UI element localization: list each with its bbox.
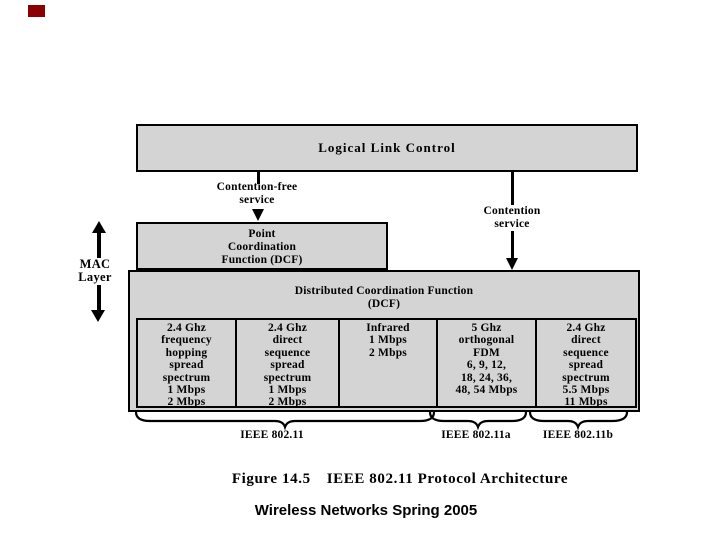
standard-label-80211b: IEEE 802.11b (542, 429, 614, 441)
llc-box: Logical Link Control (136, 124, 638, 172)
contention-arrow-shaft-upper (511, 172, 514, 205)
pcf-box: Point Coordination Function (DCF) (136, 222, 388, 270)
brace-ieee80211a (428, 410, 528, 431)
figure-number: Figure 14.5 (231, 471, 311, 487)
corner-decoration-square (28, 5, 45, 17)
phy-box-hr-dsss: 2.4 Ghz direct sequence spread spectrum … (535, 318, 637, 408)
mac-layer-label: MAC Layer (78, 257, 112, 284)
slide-footer: Wireless Networks Spring 2005 (254, 502, 478, 519)
figure-caption: Figure 14.5 IEEE 802.11 Protocol Architec… (190, 471, 610, 488)
brace-ieee80211 (134, 410, 436, 431)
contention-label: Contention service (483, 205, 541, 230)
contention-arrowhead-icon (506, 258, 518, 270)
standard-label-80211a: IEEE 802.11a (441, 429, 511, 441)
brace-ieee80211b (528, 410, 629, 431)
mac-layer-arrowhead-up-icon (92, 221, 106, 233)
phy-box-ofdm: 5 Ghz orthogonal FDM 6, 9, 12, 18, 24, 3… (436, 318, 537, 408)
figure-title: IEEE 802.11 Protocol Architecture (326, 471, 569, 487)
contention-arrow-shaft-lower (511, 231, 514, 258)
phy-box-infrared: Infrared 1 Mbps 2 Mbps (338, 318, 438, 408)
contention-free-label: Contention-free service (216, 181, 298, 206)
mac-layer-arrow-shaft-upper (97, 232, 101, 258)
llc-label: Logical Link Control (318, 140, 456, 155)
mac-layer-arrow-shaft-lower (97, 285, 101, 311)
phy-box-dsss: 2.4 Ghz direct sequence spread spectrum … (235, 318, 340, 408)
contention-free-arrowhead-icon (252, 209, 264, 221)
braces-graphic (134, 410, 629, 431)
phy-box-fhss: 2.4 Ghz frequency hopping spread spectru… (136, 318, 237, 408)
standard-label-80211: IEEE 802.11 (240, 429, 304, 441)
mac-layer-arrowhead-down-icon (91, 310, 105, 322)
contention-free-arrow-shaft (257, 172, 260, 184)
